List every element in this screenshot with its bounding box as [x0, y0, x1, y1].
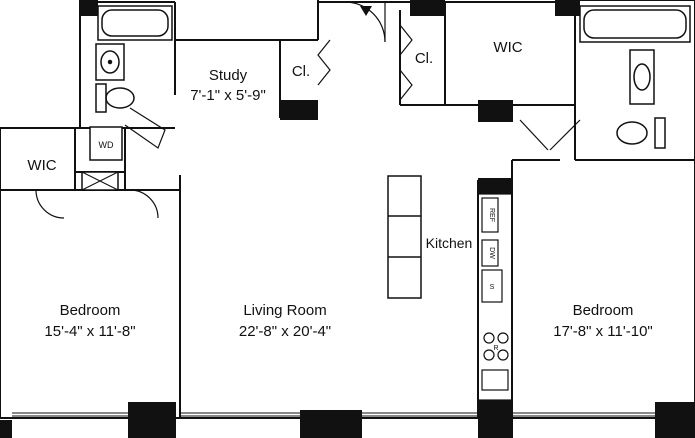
sink-left — [95, 43, 125, 81]
dishwasher-label: DW — [488, 247, 495, 259]
kitchen-island — [387, 175, 422, 299]
study-dims: 7'-1" x 5'-9" — [190, 87, 266, 104]
sink-label: S — [490, 284, 495, 291]
study-name: Study — [209, 67, 248, 84]
bedroom-left-name: Bedroom — [60, 302, 121, 319]
doors — [35, 1, 581, 219]
washer-dryer-label: WD — [99, 140, 114, 150]
toilet-right — [616, 117, 666, 149]
living-room-name: Living Room — [243, 302, 326, 319]
toilet-left — [95, 83, 135, 113]
closet-left-name: Cl. — [292, 63, 310, 80]
refrigerator-label: REF — [488, 208, 495, 222]
walls — [0, 0, 695, 419]
bathtub-left — [97, 5, 173, 41]
wic-left-name: WIC — [27, 157, 56, 174]
windows — [12, 412, 655, 417]
bedroom-right-name: Bedroom — [573, 302, 634, 319]
kitchen-counter — [477, 193, 513, 401]
bedroom-right-dims: 17'-8" x 11'-10" — [553, 323, 653, 340]
bathtub-right — [579, 5, 691, 43]
range-label: R — [493, 345, 498, 352]
wic-top-name: WIC — [493, 39, 522, 56]
sink-right — [629, 49, 655, 105]
bedroom-left-dims: 15'-4" x 11'-8" — [44, 323, 135, 340]
washer-dryer: WD — [81, 126, 123, 191]
living-room-dims: 22'-8" x 20'-4" — [239, 323, 331, 340]
closet-right-name: Cl. — [415, 50, 433, 67]
room-labels: Study 7'-1" x 5'-9" Cl. Cl. WIC WIC Bedr… — [27, 39, 652, 340]
kitchen-name: Kitchen — [426, 235, 473, 251]
closet-doors — [317, 24, 413, 101]
entry-arrow-icon — [360, 6, 372, 16]
